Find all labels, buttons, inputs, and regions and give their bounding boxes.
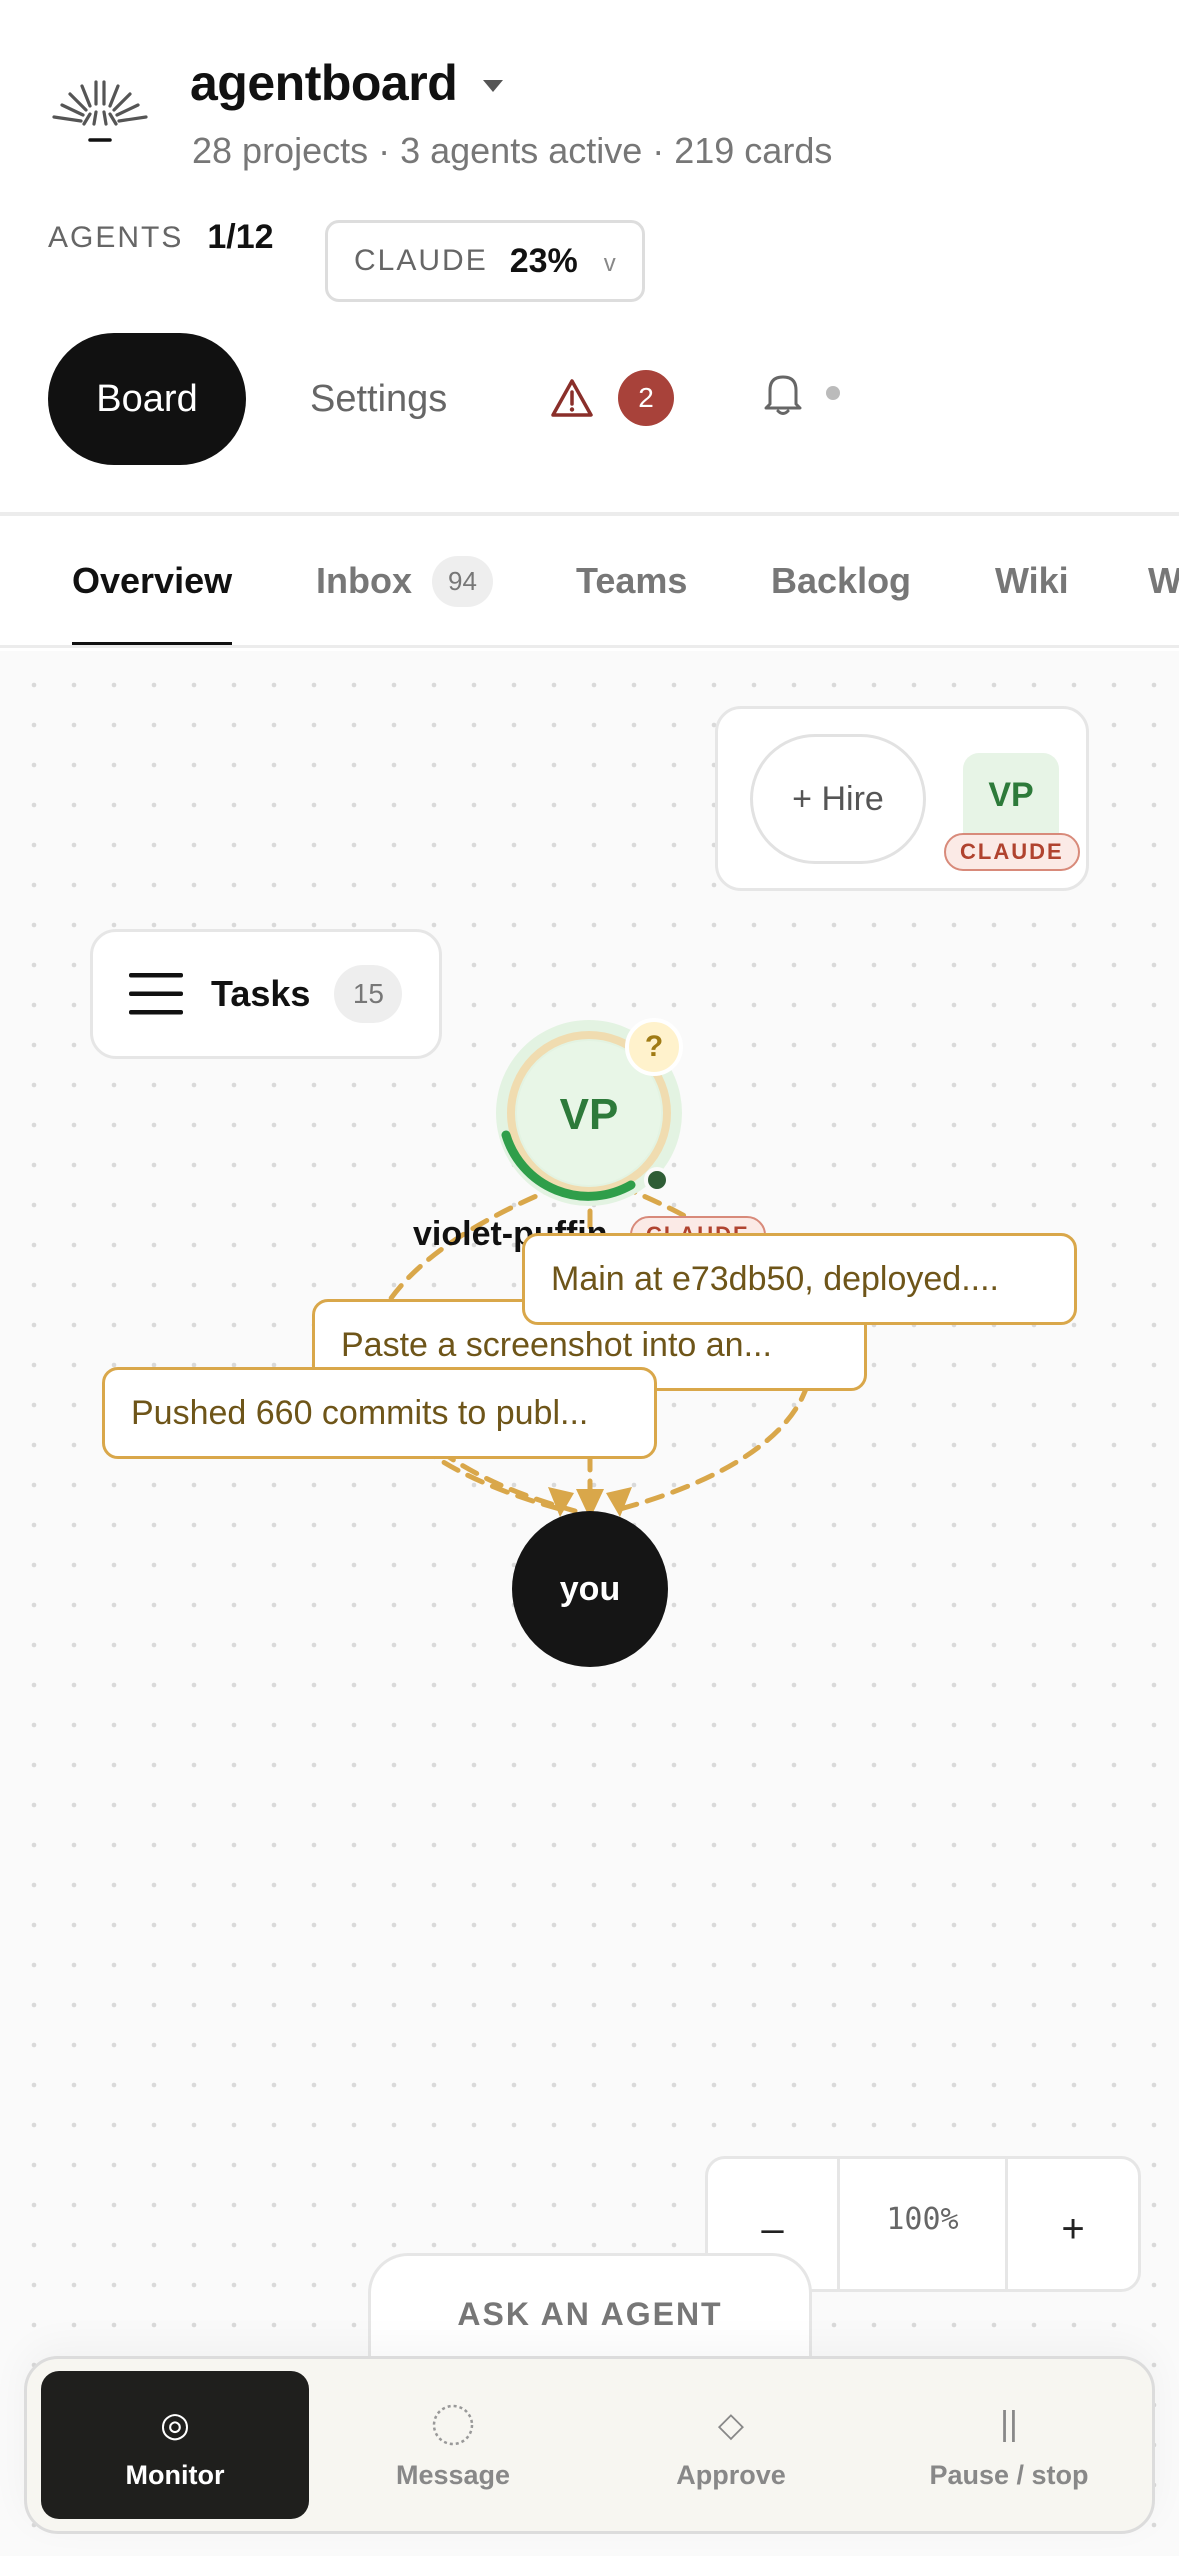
tab-overflow[interactable]: W	[1148, 516, 1179, 645]
notification-dot	[826, 386, 840, 400]
alerts-button[interactable]: 2	[550, 370, 674, 426]
inbox-count-badge: 94	[432, 555, 493, 607]
hire-panel: + Hire VP CLAUDE	[715, 706, 1089, 891]
message-text: Main at e73db50, deployed....	[551, 1259, 999, 1298]
dock-monitor-button[interactable]: ◎ Monitor	[41, 2371, 309, 2519]
bell-icon	[764, 375, 802, 415]
claude-usage-percent: 23%	[509, 241, 578, 280]
dock-pause-stop-button[interactable]: || Pause / stop	[875, 2371, 1143, 2519]
agent-question-badge[interactable]: ?	[625, 1018, 683, 1076]
tab-wiki-label: Wiki	[995, 560, 1069, 601]
dock-message-label: Message	[395, 2459, 511, 2490]
agent-online-indicator	[644, 1167, 670, 1193]
tasks-count-badge: 15	[334, 965, 403, 1023]
workspace-switcher[interactable]: agentboard	[190, 54, 504, 112]
zoom-out-button[interactable]: –	[708, 2159, 840, 2289]
message-text: Paste a screenshot into an...	[341, 1325, 772, 1364]
hired-agent-claude-tag: CLAUDE	[944, 833, 1080, 871]
tab-inbox[interactable]: Inbox 94	[316, 516, 493, 645]
tab-overflow-label: W	[1148, 560, 1179, 601]
tab-backlog[interactable]: Backlog	[771, 516, 912, 645]
agents-count: 1/12	[207, 218, 274, 256]
approve-diamond-icon: ◇	[717, 2405, 745, 2444]
tab-overview[interactable]: Overview	[72, 516, 233, 645]
agents-label: AGENTS	[48, 220, 184, 254]
claude-usage-dropdown[interactable]: CLAUDE 23% v	[325, 220, 645, 302]
tasks-button[interactable]: Tasks 15	[90, 929, 442, 1059]
message-card[interactable]: Pushed 660 commits to publ...	[102, 1367, 657, 1459]
agent-canvas[interactable]: + Hire VP CLAUDE Tasks 15 VP ? violet-pu…	[0, 651, 1179, 2556]
bottom-action-dock: ◎ Monitor Message ◇ Approve || Pause / s…	[24, 2356, 1155, 2534]
zoom-level: 100%	[840, 2159, 1008, 2289]
tab-teams[interactable]: Teams	[576, 516, 688, 645]
you-node[interactable]: you	[512, 1511, 668, 1667]
agents-counter: AGENTS 1/12	[48, 218, 274, 257]
tab-inbox-label: Inbox	[316, 560, 412, 601]
monitor-target-icon: ◎	[160, 2405, 190, 2444]
message-text: Pushed 660 commits to publ...	[131, 1393, 589, 1432]
nav-settings-button[interactable]: Settings	[310, 377, 448, 420]
message-circle-icon	[431, 2400, 475, 2450]
agent-initials: VP	[560, 1090, 619, 1139]
header-divider	[0, 512, 1179, 516]
dock-monitor-label: Monitor	[125, 2459, 225, 2490]
caret-down-icon	[483, 80, 504, 92]
notifications-button[interactable]	[762, 370, 840, 416]
alert-count-badge: 2	[618, 370, 674, 426]
section-tabs: Overview Inbox 94 Teams Backlog Wiki W	[0, 516, 1179, 648]
dock-pause-stop-label: Pause / stop	[929, 2459, 1089, 2490]
tab-wiki[interactable]: Wiki	[995, 516, 1069, 645]
agentboard-logo-icon	[52, 80, 148, 142]
dock-message-button[interactable]: Message	[319, 2371, 587, 2519]
tab-teams-label: Teams	[576, 560, 688, 601]
hire-agent-button[interactable]: + Hire	[750, 734, 926, 864]
app-title: agentboard	[190, 55, 458, 111]
hamburger-menu-icon	[129, 973, 183, 1015]
chevron-down-icon: v	[603, 250, 616, 277]
tab-backlog-label: Backlog	[771, 560, 912, 601]
message-card[interactable]: Main at e73db50, deployed....	[522, 1233, 1077, 1325]
claude-usage-label: CLAUDE	[354, 244, 488, 277]
tasks-label: Tasks	[211, 973, 311, 1014]
dock-approve-label: Approve	[676, 2459, 786, 2490]
tab-overview-label: Overview	[72, 560, 233, 601]
zoom-in-button[interactable]: +	[1061, 2206, 1085, 2251]
workspace-summary: 28 projects · 3 agents active · 219 card…	[192, 130, 833, 171]
app-header: agentboard 28 projects · 3 agents active…	[0, 0, 1179, 512]
dock-approve-button[interactable]: ◇ Approve	[597, 2371, 865, 2519]
pause-icon: ||	[1000, 2405, 1018, 2443]
nav-board-button[interactable]: Board	[48, 333, 246, 465]
warning-triangle-icon	[551, 379, 593, 417]
